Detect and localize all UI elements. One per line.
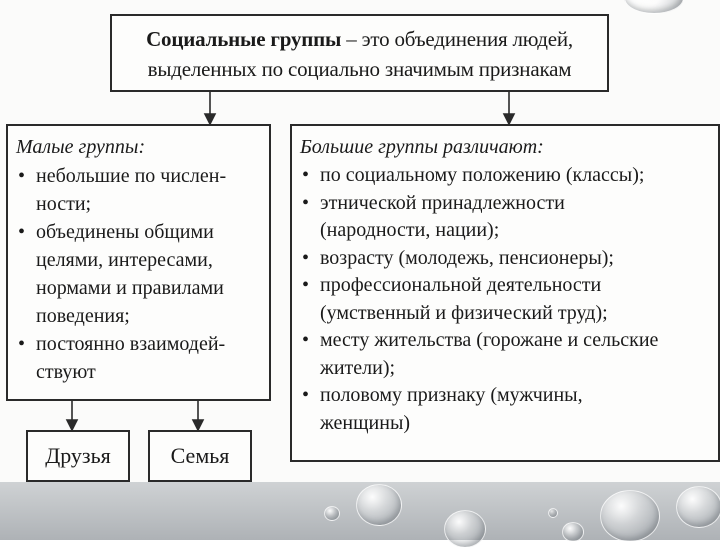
family-box: Семья (148, 430, 252, 482)
bullet: • (18, 165, 26, 187)
definition-term: Социальные группы (146, 27, 342, 51)
bullet: • (18, 333, 26, 355)
list-item: • постоянно взаимодей- ствуют (16, 330, 263, 386)
arrowhead (65, 419, 79, 432)
list-item-line: месту жительства (горожане и сельские (320, 329, 659, 351)
arrowhead (191, 419, 205, 432)
list-item: • профессиональной деятельности (умствен… (300, 272, 712, 327)
large-groups-list: • по социальному положению (классы); • э… (300, 162, 712, 437)
definition-line-1: Социальные группы – это объединения люде… (112, 24, 607, 54)
definition-text: – это объединения людей, (341, 27, 573, 51)
list-item-line: объединены общими (36, 221, 214, 243)
list-item: • месту жительства (горожане и сельские … (300, 327, 712, 382)
list-item-line: ствуют (36, 361, 96, 383)
list-item-line: по социальному положению (классы); (320, 164, 645, 186)
arrowhead (502, 113, 516, 126)
list-item-line: ности; (36, 193, 92, 215)
list-item: • объединены общими целями, интересами, … (16, 218, 263, 330)
large-groups-heading: Большие группы различают: (300, 136, 544, 158)
arrowhead (203, 113, 217, 126)
list-item: • возрасту (молодежь, пенсионеры); (300, 245, 712, 273)
bullet: • (18, 221, 26, 243)
list-item: • этнической принадлежности (народности,… (300, 190, 712, 245)
list-item-line: женщины) (320, 411, 411, 434)
friends-box: Друзья (26, 430, 130, 482)
bullet: • (302, 274, 310, 296)
bullet: • (302, 384, 310, 406)
list-item: • половому признаку (мужчины, женщины) (300, 382, 712, 437)
definition-line-2: выделенных по социально значимым признак… (147, 57, 572, 81)
bullet: • (302, 246, 310, 269)
bullet: • (302, 191, 310, 214)
list-item-line: нормами и правилами (36, 277, 224, 299)
bubble-decoration (324, 506, 340, 521)
list-item-line: жители); (320, 356, 396, 379)
small-groups-box: Малые группы: • небольшие по числен- нос… (6, 124, 271, 401)
social-groups-definition-box: Социальные группы – это объединения люде… (110, 14, 609, 92)
list-item-line: половому признаку (мужчины, (320, 384, 583, 406)
list-item-line: этнической принадлежности (320, 191, 565, 214)
list-item-line: (умственный и физический труд); (320, 301, 608, 324)
small-groups-heading: Малые группы: (16, 136, 146, 158)
bubble-decoration (548, 508, 558, 518)
list-item-line: возрасту (молодежь, пенсионеры); (320, 246, 614, 269)
bubble-decoration (676, 486, 720, 528)
list-item-line: небольшие по числен- (36, 165, 227, 187)
list-item-line: целями, интересами, (36, 249, 213, 271)
list-item: • небольшие по числен- ности; (16, 162, 263, 218)
bullet: • (302, 329, 310, 351)
list-item: • по социальному положению (классы); (300, 162, 712, 190)
bubble-decoration (356, 484, 402, 526)
list-item-line: постоянно взаимодей- (36, 333, 226, 355)
small-groups-list: • небольшие по числен- ности; • объедине… (16, 162, 263, 386)
large-groups-box: Большие группы различают: • по социально… (290, 124, 720, 462)
list-item-line: (народности, нации); (320, 219, 500, 241)
list-item-line: поведения; (36, 305, 130, 327)
list-item-line: профессиональной деятельности (320, 274, 602, 296)
bullet: • (302, 164, 310, 186)
